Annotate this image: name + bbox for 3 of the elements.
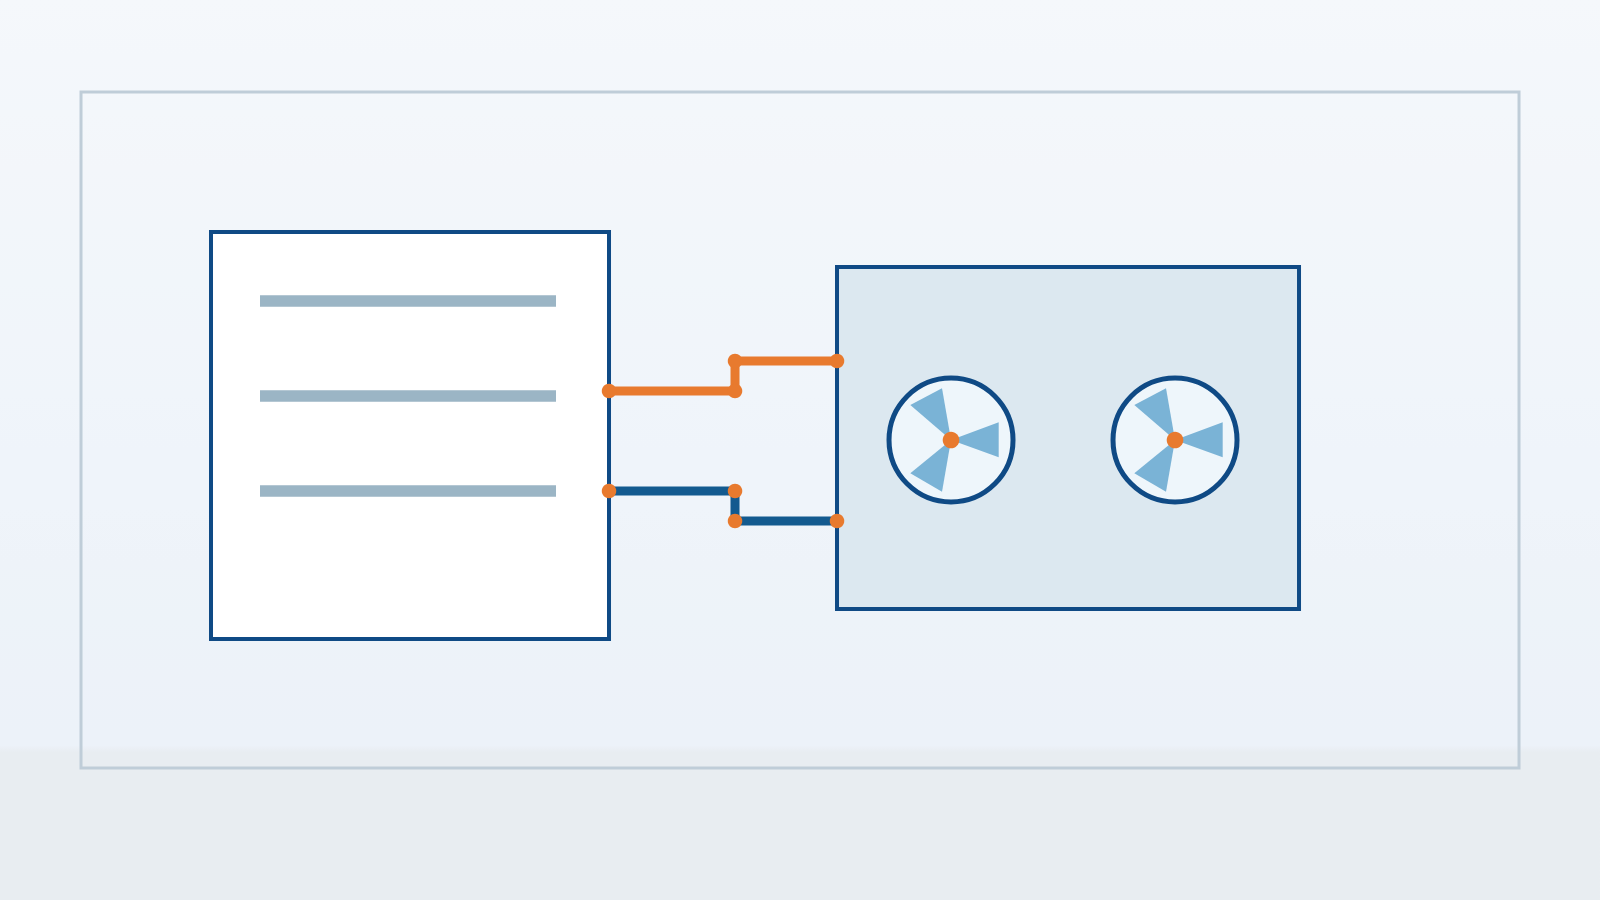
- wire: [601, 353, 845, 399]
- panel-box: [209, 230, 611, 641]
- wire: [601, 483, 845, 529]
